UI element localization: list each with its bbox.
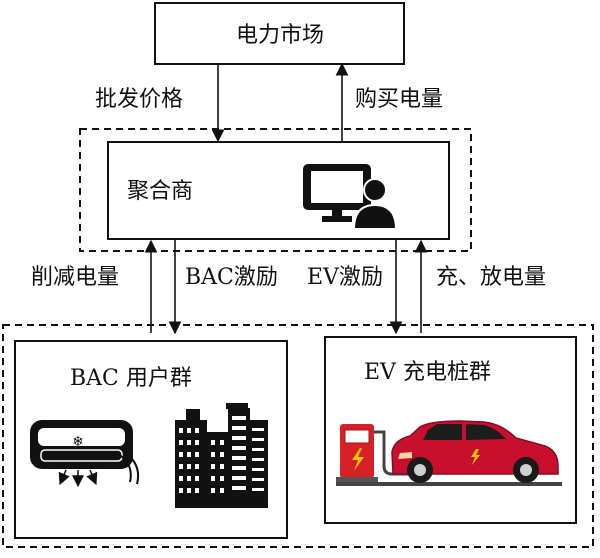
aggregator-dashed-frame (79, 128, 472, 252)
aggregator-node: 聚合商 (107, 141, 450, 240)
buy-power-label: 购买电量 (355, 87, 443, 112)
bac-group-label: BAC 用户群 (70, 366, 192, 391)
charging-pile-icon (336, 424, 408, 483)
air-conditioner-icon: ❄ (30, 420, 140, 488)
wholesale-price-label: 批发价格 (95, 87, 183, 112)
users-dashed-frame (2, 324, 594, 548)
aggregator-label: 聚合商 (127, 179, 193, 204)
ev-incentive-label: EV激励 (307, 265, 383, 290)
ground-line (336, 482, 562, 486)
market-label: 电力市场 (236, 23, 324, 48)
computer-user-icon (303, 164, 398, 230)
electric-car-icon (391, 420, 559, 483)
charge-discharge-label: 充、放电量 (436, 265, 546, 290)
reduce-power-label: 削减电量 (31, 265, 119, 290)
ev-group-label: EV 充电桩群 (364, 360, 491, 385)
city-buildings-icon (175, 403, 268, 508)
bac-incentive-label: BAC激励 (185, 265, 278, 290)
electricity-market-node: 电力市场 (154, 2, 405, 65)
svg-text:❄: ❄ (72, 434, 84, 450)
